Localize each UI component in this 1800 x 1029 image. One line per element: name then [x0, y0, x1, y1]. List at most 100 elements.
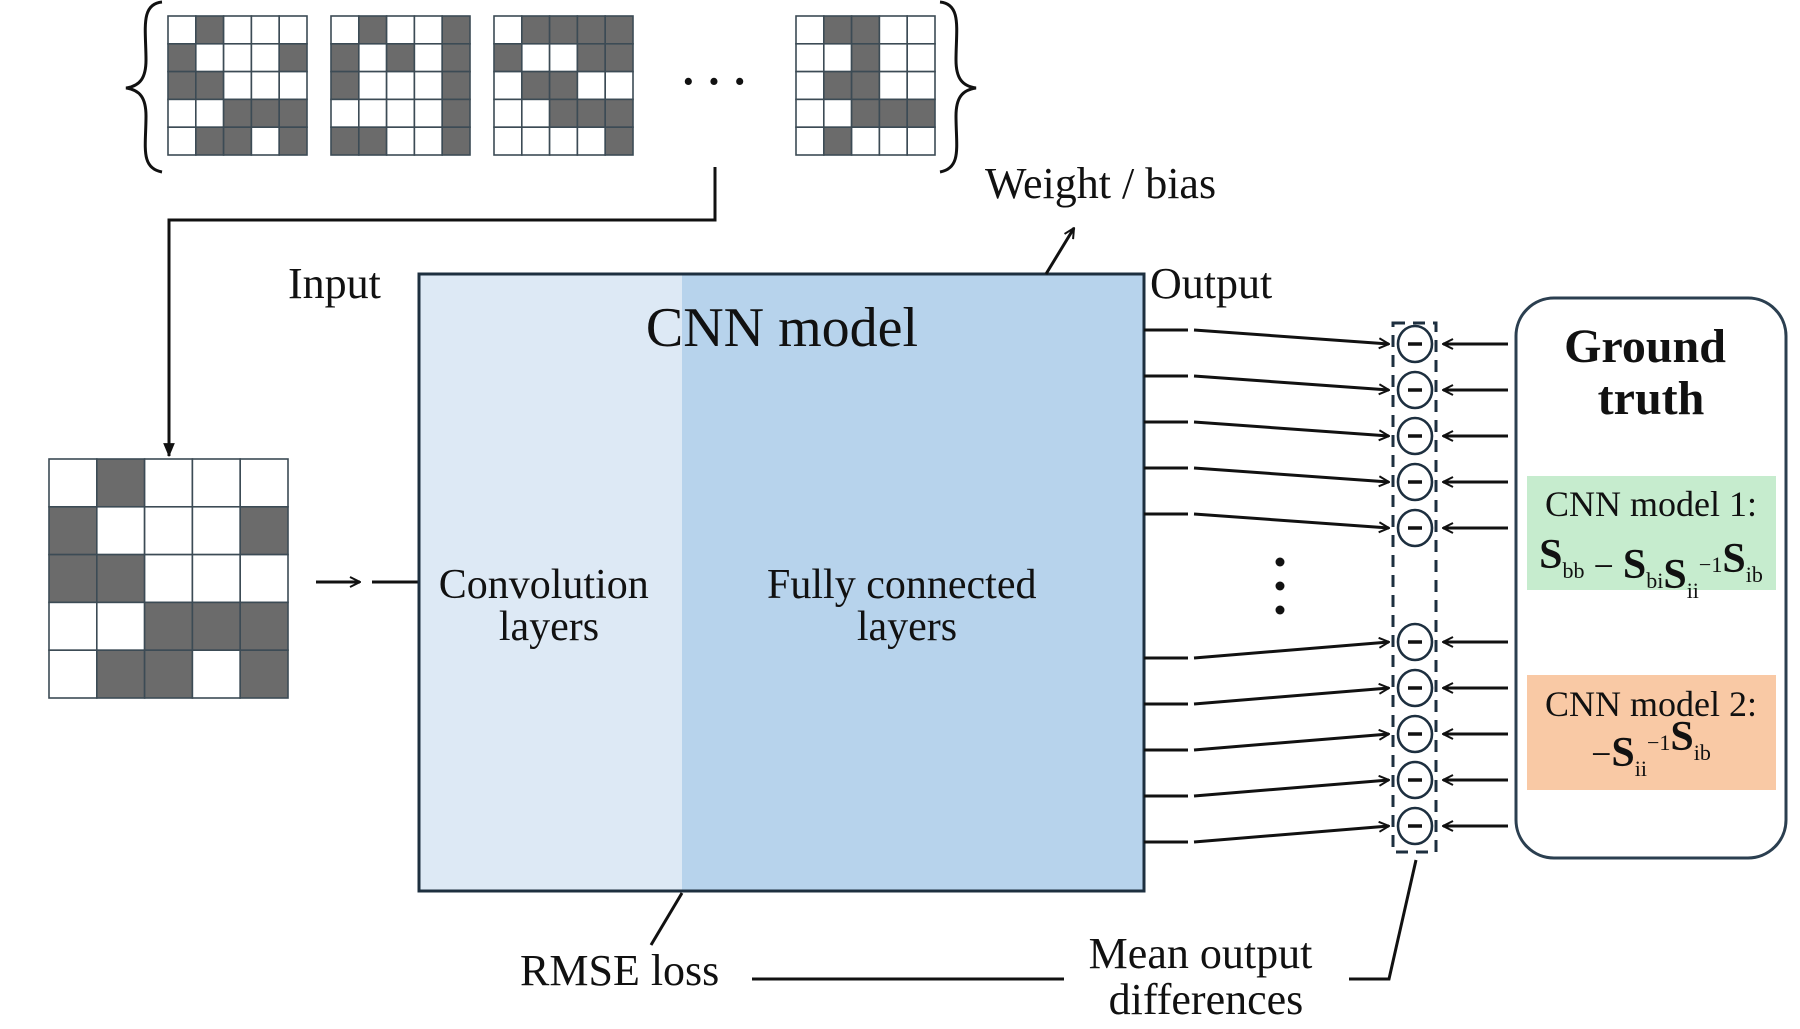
- fully-connected-label-line2: layers: [857, 604, 957, 650]
- grid-cell-empty: [278, 15, 308, 45]
- grid-cell-empty: [878, 126, 909, 156]
- formula-symbol: S: [1611, 730, 1634, 776]
- grid-cell-empty: [167, 98, 197, 129]
- grid-cell-filled: [576, 98, 607, 129]
- model1-target-panel: [1527, 476, 1776, 590]
- output-connection: [1144, 370, 1508, 410]
- ground-truth-title-line1: Ground: [1564, 320, 1726, 373]
- grid-cell-filled: [441, 98, 471, 129]
- formula-symbol: S: [1663, 552, 1686, 598]
- ground-truth-title-line2: truth: [1598, 372, 1705, 425]
- model1-formula: Sbb − SbiSii−1Sib: [1539, 532, 1763, 603]
- grid-cell-filled: [604, 42, 634, 73]
- grid-cell-filled: [822, 15, 853, 45]
- prediction-arrow: [1193, 826, 1389, 844]
- output-connection: [1144, 760, 1508, 800]
- convolution-label-line2: layers: [499, 604, 599, 650]
- grid-cell-filled: [493, 42, 523, 73]
- grid-cell-filled: [357, 126, 388, 156]
- formula-superscript: −1: [1699, 552, 1722, 577]
- training-sample-grid: [795, 15, 936, 156]
- grid-cell-filled: [96, 553, 146, 604]
- grid-cell-empty: [48, 649, 98, 699]
- training-sample-grid: [167, 15, 308, 156]
- grid-cell-empty: [493, 98, 523, 129]
- grid-cell-filled: [222, 126, 253, 156]
- formula-operator: −: [1591, 734, 1611, 774]
- input-label: Input: [288, 259, 381, 308]
- model2-target-panel: [1527, 675, 1776, 790]
- convolution-label: Convolution layers: [439, 562, 660, 650]
- grid-cell-filled: [239, 601, 289, 652]
- model1-caption: CNN model 1:: [1545, 484, 1757, 524]
- vertical-ellipsis: [1275, 557, 1285, 615]
- grid-cell-empty: [330, 98, 360, 129]
- grid-cell-empty: [906, 15, 936, 45]
- fully-connected-label: Fully connected layers: [767, 562, 1047, 650]
- grid-cell-empty: [239, 553, 289, 604]
- grid-cell-empty: [493, 70, 523, 101]
- input-sample-grid: [48, 458, 289, 699]
- grid-cell-filled: [548, 15, 579, 45]
- grid-cell-filled: [330, 42, 360, 73]
- grid-cell-empty: [850, 126, 881, 156]
- ellipsis-dot: [1275, 581, 1285, 591]
- formula-subscript: ii: [1635, 756, 1647, 781]
- grid-cell-empty: [604, 70, 634, 101]
- grid-cell-filled: [822, 70, 853, 101]
- cnn-model-title: CNN model: [646, 297, 918, 359]
- grid-cell-empty: [96, 505, 146, 556]
- output-label: Output: [1150, 259, 1272, 308]
- formula-symbol: S: [1670, 714, 1693, 760]
- grid-cell-filled: [604, 98, 634, 129]
- grid-cell-empty: [520, 126, 551, 156]
- grid-cell-filled: [191, 601, 241, 652]
- grid-cell-empty: [878, 15, 909, 45]
- grid-cell-filled: [278, 126, 308, 156]
- fully-connected-label-line1: Fully connected: [767, 562, 1036, 608]
- grid-cell-empty: [385, 98, 416, 129]
- differences-leader-line: [1349, 859, 1418, 981]
- grid-cell-empty: [906, 70, 936, 101]
- grid-cell-filled: [143, 649, 194, 699]
- grid-cell-empty: [413, 98, 443, 129]
- grid-cell-empty: [48, 601, 98, 652]
- grid-cell-filled: [96, 458, 146, 508]
- grid-cell-empty: [795, 126, 825, 156]
- grid-cell-empty: [795, 98, 825, 129]
- grid-cell-empty: [357, 98, 388, 129]
- grid-cell-filled: [878, 98, 909, 129]
- grid-cell-empty: [222, 15, 253, 45]
- grid-cell-empty: [822, 42, 853, 73]
- grid-cell-filled: [520, 15, 551, 45]
- model2-formula: −Sii−1Sib: [1591, 714, 1711, 781]
- grid-cell-filled: [195, 70, 225, 101]
- formula-subscript: ii: [1687, 578, 1699, 603]
- output-connection: [1144, 806, 1508, 846]
- grid-cell-empty: [250, 126, 280, 156]
- grid-cell-filled: [604, 15, 634, 45]
- grid-cell-empty: [250, 42, 280, 73]
- grid-cell-filled: [441, 15, 471, 45]
- grid-cell-empty: [413, 15, 443, 45]
- grid-cell-empty: [548, 126, 579, 156]
- ellipsis-dot: [1275, 605, 1285, 615]
- formula-operator: −: [1585, 546, 1623, 586]
- grid-cell-filled: [357, 15, 388, 45]
- grid-cell-filled: [850, 98, 881, 129]
- weight-bias-arrow: [1044, 228, 1076, 275]
- output-connection: [1144, 714, 1508, 754]
- rmse-loss-label: RMSE loss: [520, 946, 719, 995]
- right-brace: [939, 0, 977, 174]
- grid-cell-empty: [822, 98, 853, 129]
- grid-cell-filled: [96, 649, 146, 699]
- prediction-arrow: [1193, 420, 1389, 436]
- grid-cell-filled: [167, 42, 197, 73]
- grid-cell-empty: [191, 505, 241, 556]
- ground-truth-title: Ground truth: [1564, 320, 1738, 425]
- grid-cell-empty: [413, 70, 443, 101]
- grid-cell-empty: [576, 126, 607, 156]
- grid-cell-empty: [191, 458, 241, 508]
- grid-cell-empty: [878, 70, 909, 101]
